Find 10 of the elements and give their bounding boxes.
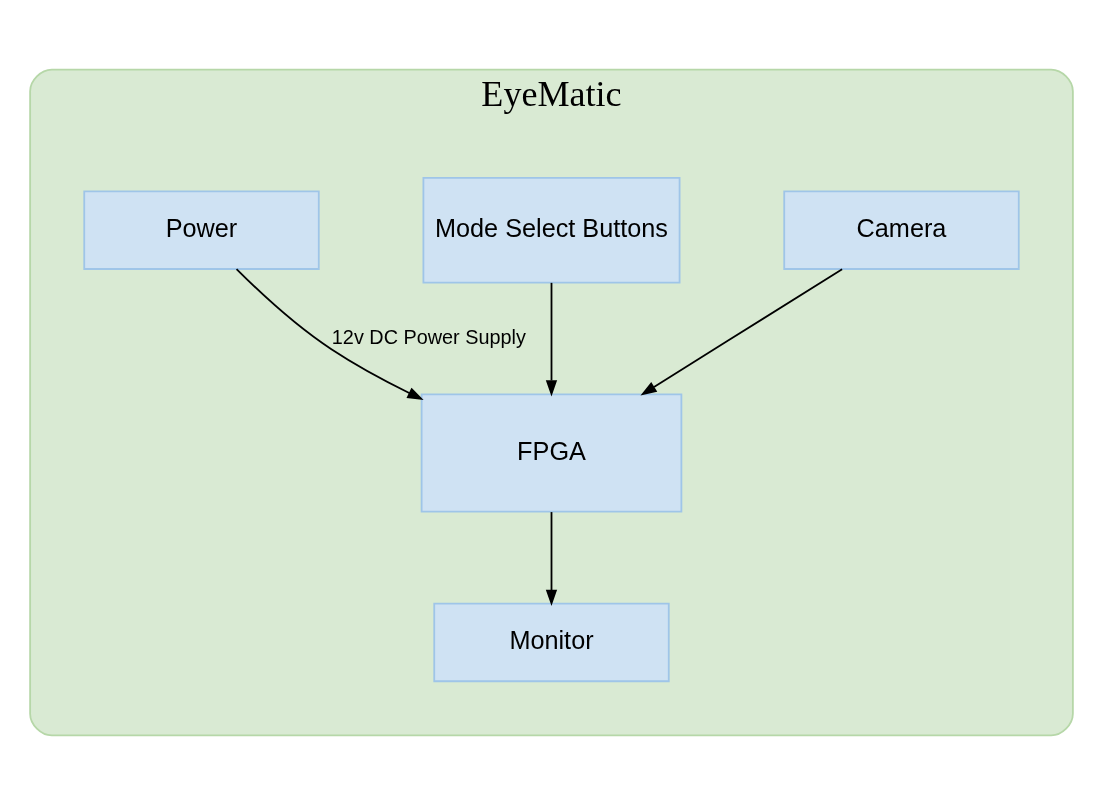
node-box: Camera: [783, 190, 1020, 270]
arrow: [235, 267, 424, 400]
arrow: [640, 267, 843, 395]
edge-label: 12v DC Power Supply: [331, 325, 526, 348]
node-box: Monitor: [433, 602, 670, 682]
arrow: [545, 281, 558, 396]
arrow: [545, 510, 558, 606]
node-box: Power: [83, 190, 320, 270]
node-box: FPGA: [420, 393, 683, 513]
node-box: Mode Select Buttons: [422, 176, 681, 283]
